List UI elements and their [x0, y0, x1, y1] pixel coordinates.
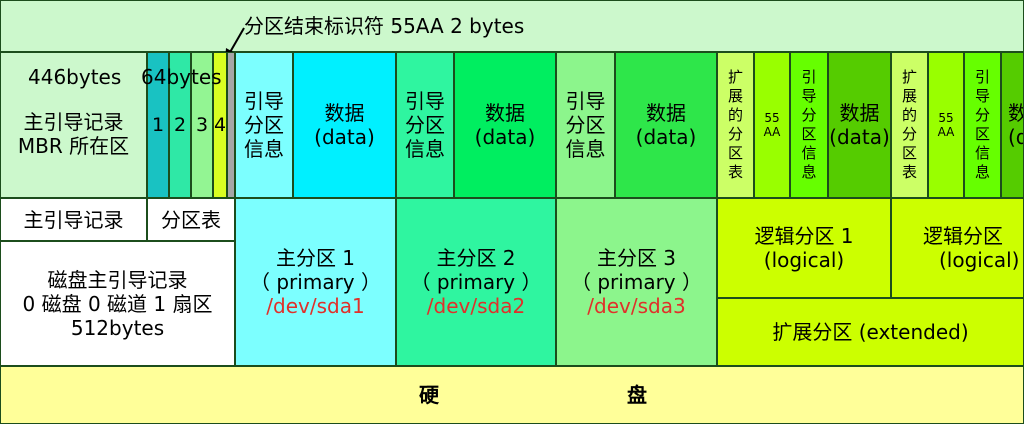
mbr-size-right: 64bytes [141, 65, 222, 89]
p1-boot-info: 引导 分区 信息 [235, 52, 293, 198]
ext-signature-1: 55 AA [754, 52, 790, 198]
disk-label-right: 盘 [627, 383, 647, 407]
disk-label-left: 硬 [419, 383, 439, 407]
table-entry-4: 4 [213, 52, 227, 198]
device-sda3: /dev/sda3 [587, 294, 686, 318]
mbr-area: 主引导记录 MBR 所在区 [0, 52, 147, 198]
p2-boot-info: 引导 分区 信息 [396, 52, 454, 198]
mbr-line2: MBR 所在区 [17, 134, 130, 158]
mbr-size-left: 446bytes [28, 65, 122, 89]
end-signature-label: 分区结束标识符 55AA 2 bytes [244, 14, 525, 38]
ext-data-1: 数据 (data) [828, 52, 891, 198]
table-entry-2: 2 [169, 52, 191, 198]
p1-data: 数据 (data) [293, 52, 396, 198]
ext-table-1: 扩 展 的 分 区 表 [717, 52, 754, 198]
extended-partition: 扩展分区 (extended) [717, 298, 1024, 366]
disk-row [0, 366, 1024, 424]
signature-block [227, 52, 235, 198]
ext-boot-info-2: 引 导 分 区 信 息 [964, 52, 1001, 198]
p3-data: 数据 (data) [615, 52, 717, 198]
p3-boot-info: 引导 分区 信息 [556, 52, 615, 198]
primary-partition-3: 主分区 3 （ primary ） /dev/sda3 [556, 198, 717, 366]
device-sda2: /dev/sda2 [426, 294, 526, 318]
mbr-desc-box: 磁盘主引导记录 0 磁盘 0 磁道 1 扇区 512bytes [0, 241, 235, 366]
primary-partition-2: 主分区 2 （ primary ） /dev/sda2 [396, 198, 556, 366]
table-entry-3: 3 [191, 52, 213, 198]
table-entry-1: 1 [147, 52, 169, 198]
ext-table-2: 扩 展 的 分 区 表 [891, 52, 928, 198]
table-label-box: 分区表 [147, 198, 235, 241]
ext-data-2: 数 (d [1001, 52, 1024, 198]
mbr-label-box: 主引导记录 [0, 198, 147, 241]
ext-boot-info-1: 引 导 分 区 信 息 [790, 52, 828, 198]
ext-signature-2: 55 AA [928, 52, 964, 198]
p2-data: 数据 (data) [454, 52, 556, 198]
primary-partition-1: 主分区 1 （ primary ） /dev/sda1 [235, 198, 396, 366]
device-sda1: /dev/sda1 [266, 294, 365, 318]
top-band [0, 0, 1024, 52]
logical-partition-2: 逻辑分区 (logical) [891, 198, 1024, 298]
logical-partition-1: 逻辑分区 1 (logical) [717, 198, 891, 298]
mbr-line1: 主引导记录 [23, 110, 124, 134]
